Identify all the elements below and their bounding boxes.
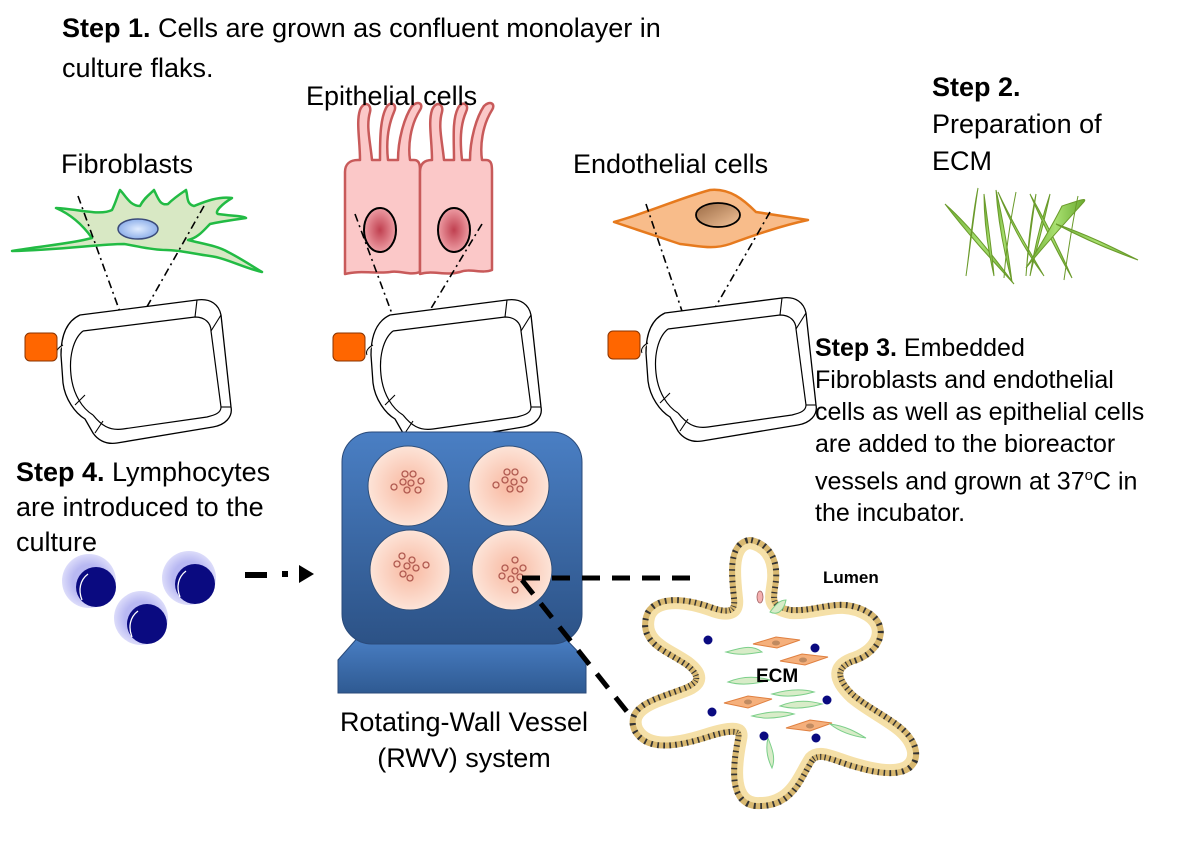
- rwv-caption-line2: (RWV) system: [377, 743, 551, 773]
- projection-lines-fibroblast: [77, 195, 205, 313]
- step2-label-bold: Step 2.: [932, 72, 1021, 102]
- rwv-caption: Rotating-Wall Vessel (RWV) system: [316, 704, 612, 776]
- label-ecm: ECM: [756, 666, 799, 687]
- step2-line2: ECM: [932, 146, 992, 176]
- endothelial-cell-icon: [612, 188, 810, 249]
- step2-line1: Preparation of: [932, 109, 1102, 139]
- step3-line4: are added to the bioreactor: [815, 430, 1116, 458]
- culture-dish-1: [367, 445, 449, 527]
- step3-line5-post: C in: [1092, 467, 1138, 496]
- lymphocyte-3: [114, 591, 168, 645]
- step1-line2: culture flaks.: [62, 53, 214, 83]
- culture-dish-3: [369, 529, 451, 611]
- step3-line6: the incubator.: [815, 499, 966, 528]
- rwv-bioreactor-icon: [337, 431, 587, 694]
- arrow-lymphocytes-to-rwv: [245, 565, 314, 583]
- culture-flask-icon-3: [607, 297, 817, 443]
- step3-label: Step 3.: [815, 334, 897, 362]
- label-lumen: Lumen: [823, 568, 879, 587]
- step1-text: Step 1. Cells are grown as confluent mon…: [62, 12, 661, 44]
- culture-flask-icon-1: [24, 299, 232, 445]
- zoom-lines: [520, 575, 694, 740]
- lymphocyte-1: [62, 554, 116, 608]
- step3-line5-pre: vessels and grown at 37: [815, 467, 1085, 496]
- fibroblast-cell-icon: [10, 188, 264, 274]
- step3-text: Step 3. Embedded Fibroblasts and endothe…: [815, 332, 1144, 529]
- step4-line3: culture: [16, 527, 98, 557]
- step4-line1: Lymphocytes: [104, 457, 271, 487]
- label-endothelial-cells: Endothelial cells: [573, 149, 769, 179]
- lymphocyte-2: [162, 551, 216, 605]
- label-epithelial-cells: Epithelial cells: [306, 81, 478, 111]
- label-fibroblasts: Fibroblasts: [61, 149, 194, 179]
- step3-line2: Fibroblasts and endothelial: [815, 366, 1114, 394]
- step4-label: Step 4.: [16, 457, 105, 487]
- tissue-crosssection-icon: [629, 537, 919, 809]
- projection-lines-endothelial: [645, 203, 771, 321]
- culture-flask-icon-2: [332, 299, 542, 445]
- step4-text: Step 4. Lymphocytes are introduced to th…: [16, 455, 270, 560]
- step1-label: Step 1.: [62, 13, 151, 43]
- ecm-fibers-icon: [944, 187, 1139, 285]
- epithelial-cells-icon: [343, 101, 495, 276]
- rwv-caption-line1: Rotating-Wall Vessel: [339, 707, 589, 737]
- step2-label: Step 2.: [932, 71, 1021, 103]
- step3-line1: Embedded: [896, 334, 1025, 362]
- step1-line1: Cells are grown as confluent monolayer i…: [150, 13, 661, 43]
- step4-line2: are introduced to the: [16, 492, 264, 522]
- step3-line5: vessels and grown at 37oC in: [815, 460, 1144, 497]
- step3-line3: cells as well as epithelial cells: [815, 398, 1145, 426]
- degree-sup: o: [1084, 467, 1093, 484]
- lymphocytes-icon: [62, 551, 216, 645]
